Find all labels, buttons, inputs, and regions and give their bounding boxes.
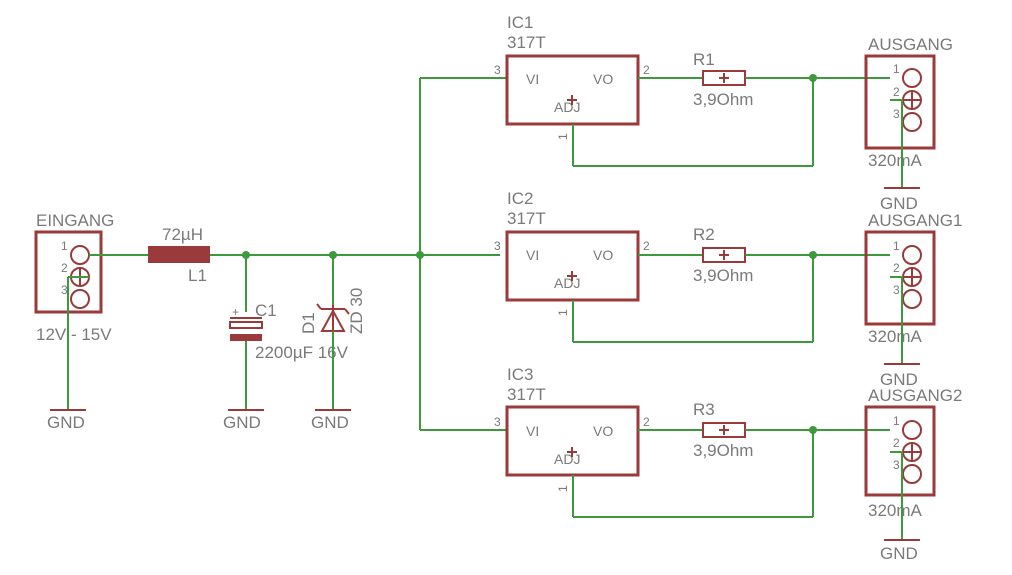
capacitor-value: 2200µF 16V — [255, 343, 349, 362]
output-current: 320mA — [868, 327, 923, 346]
output-current: 320mA — [868, 151, 923, 170]
ground-label: GND — [223, 413, 261, 432]
ground-symbol: GND — [47, 409, 86, 432]
pin-number: 1 — [893, 414, 900, 428]
pin-number: 2 — [893, 85, 900, 99]
output-name: AUSGANG — [868, 35, 953, 54]
resistor-name: R1 — [693, 50, 715, 69]
pin-number: 1 — [61, 239, 68, 253]
pin-vo: VO — [593, 423, 613, 439]
pin-adj: ADJ — [554, 451, 580, 467]
pin-adj: ADJ — [554, 99, 580, 115]
zener-value: ZD 30 — [347, 288, 366, 334]
ic-name: IC3 — [507, 365, 533, 384]
channel-1: IC1 317T VI VO ADJ 3 2 1 R1 3,9Ohm 1 2 3… — [494, 13, 953, 213]
resistor-value: 3,9Ohm — [693, 266, 753, 285]
pin-number: 1 — [556, 309, 570, 316]
pin-vi: VI — [526, 423, 539, 439]
pin-number: 2 — [643, 239, 650, 253]
ground-label: GND — [880, 194, 918, 213]
capacitor-plus: + — [232, 305, 239, 319]
ic-type: 317T — [507, 385, 546, 404]
pin-number: 3 — [893, 458, 900, 472]
channel-2: IC2 317T VI VO ADJ 3 2 1 R2 3,9Ohm 1 2 3… — [494, 189, 962, 389]
resistor-name: R3 — [693, 400, 715, 419]
ground-label: GND — [47, 413, 85, 432]
pin-number: 2 — [893, 261, 900, 275]
zener-diode-d1: D1 ZD 30 — [299, 288, 366, 334]
pin-number: 3 — [494, 63, 501, 77]
pin-number: 3 — [893, 107, 900, 121]
pin-adj: ADJ — [554, 275, 580, 291]
ground-symbol: GND — [223, 409, 264, 432]
channel-3: IC3 317T VI VO ADJ 3 2 1 R3 3,9Ohm 1 2 3… — [494, 365, 962, 563]
inductor-name: L1 — [188, 266, 207, 285]
pin-number: 1 — [556, 485, 570, 492]
pin-number: 1 — [893, 239, 900, 253]
pin-number: 2 — [643, 415, 650, 429]
pin-number: 3 — [893, 283, 900, 297]
inductor-l1: 72µH L1 — [148, 225, 210, 285]
pin-vo: VO — [593, 247, 613, 263]
ground-label: GND — [880, 370, 918, 389]
pin-number: 1 — [556, 133, 570, 140]
pin-vi: VI — [526, 247, 539, 263]
ground-label: GND — [311, 413, 349, 432]
ic-type: 317T — [507, 33, 546, 52]
output-current: 320mA — [868, 501, 923, 520]
ground-label: GND — [880, 544, 918, 563]
resistor-name: R2 — [693, 225, 715, 244]
zener-name: D1 — [299, 312, 318, 334]
inductor-value: 72µH — [162, 225, 203, 244]
input-voltage-label: 12V - 15V — [36, 325, 112, 344]
output-name: AUSGANG1 — [868, 211, 962, 230]
capacitor-name: C1 — [255, 301, 277, 320]
resistor-value: 3,9Ohm — [693, 90, 753, 109]
pin-number: 2 — [61, 261, 68, 275]
pin-number: 3 — [494, 415, 501, 429]
capacitor-c1: + C1 2200µF 16V — [229, 301, 349, 362]
output-name: AUSGANG2 — [868, 386, 962, 405]
pin-number: 3 — [61, 283, 68, 297]
ground-symbol: GND — [311, 409, 351, 432]
ic-type: 317T — [507, 209, 546, 228]
pin-number: 2 — [643, 63, 650, 77]
ic-name: IC1 — [507, 13, 533, 32]
pin-number: 1 — [893, 62, 900, 76]
connector-name: EINGANG — [36, 211, 114, 230]
ic-name: IC2 — [507, 189, 533, 208]
resistor-value: 3,9Ohm — [693, 441, 753, 460]
pin-vo: VO — [593, 71, 613, 87]
pin-number: 3 — [494, 239, 501, 253]
pin-number: 2 — [893, 436, 900, 450]
pin-vi: VI — [526, 71, 539, 87]
